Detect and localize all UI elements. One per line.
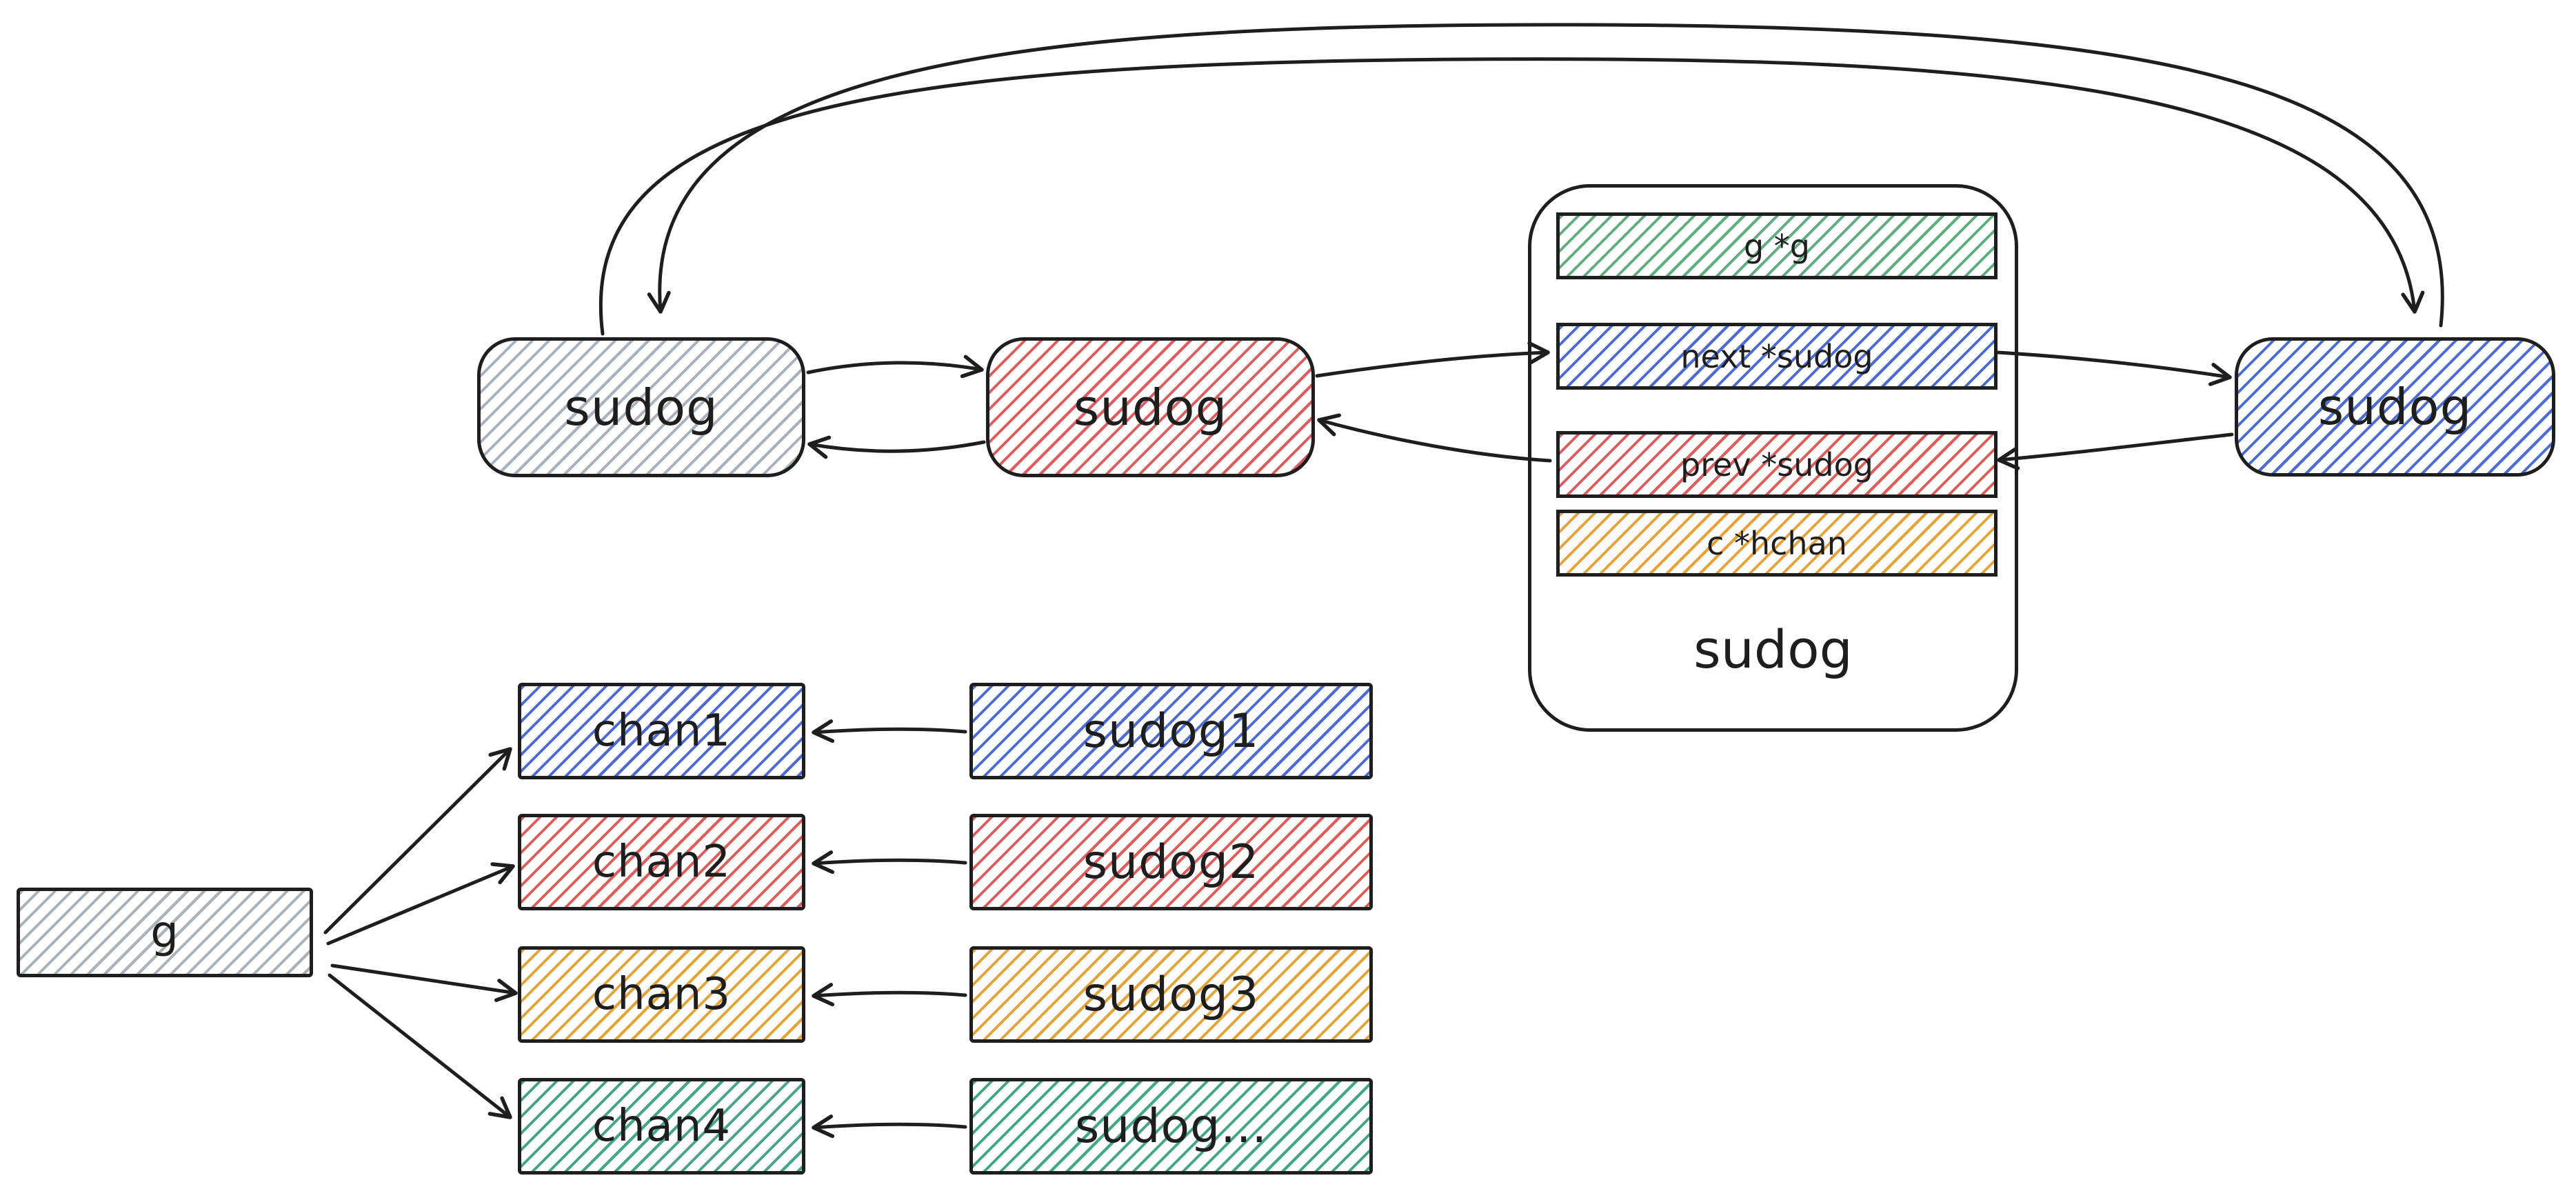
sudog-ellipsis-label: sudog...	[1074, 1099, 1268, 1154]
sudog1-box: sudog1	[969, 683, 1373, 779]
sudog-detail-card: g *g next *sudog prev *sudog c *hchan su…	[1528, 184, 2018, 732]
chan3-label: chan3	[592, 969, 732, 1020]
field-c-label: c *hchan	[1707, 524, 1847, 562]
sudog-node-mid-label: sudog	[1073, 378, 1228, 437]
sudog-detail-title: sudog	[1693, 619, 1853, 680]
arrow-left-to-mid	[806, 354, 984, 379]
arrow-g-to-chan2	[326, 862, 515, 946]
field-next-label: next *sudog	[1680, 337, 1873, 375]
g-box: g	[17, 888, 313, 977]
sudog-node-mid: sudog	[986, 337, 1315, 477]
arrow-g-to-chan1	[323, 747, 512, 935]
sudog-node-left: sudog	[477, 337, 805, 477]
sudog2-label: sudog2	[1083, 835, 1260, 890]
g-box-label: g	[150, 907, 179, 958]
arrow-mid-to-next-field	[1315, 341, 1550, 378]
arrow-sudog1-to-chan1	[812, 719, 967, 743]
arrow-g-to-chan3	[330, 963, 518, 1002]
arrow-sudog4-to-chan4	[812, 1115, 967, 1139]
arrow-g-to-chan4	[328, 973, 512, 1119]
sudog1-label: sudog1	[1083, 703, 1260, 759]
sudog-node-right: sudog	[2235, 337, 2555, 477]
sudog-node-right-label: sudog	[2317, 378, 2473, 436]
chan2-label: chan2	[592, 837, 732, 888]
sudog-node-left-label: sudog	[564, 378, 718, 437]
arc-prev-wrap-arrow	[598, 57, 2425, 336]
sudog-ellipsis-box: sudog...	[969, 1078, 1373, 1175]
field-g-label: g *g	[1743, 227, 1811, 265]
sudog3-label: sudog3	[1083, 967, 1260, 1022]
chan4-box: chan4	[518, 1078, 805, 1175]
arrow-prev-field-to-mid	[1317, 413, 1552, 463]
arrow-right-to-prev-field	[1997, 432, 2234, 470]
field-next: next *sudog	[1556, 323, 1998, 390]
sudog2-box: sudog2	[969, 814, 1373, 910]
field-c: c *hchan	[1556, 510, 1998, 577]
arrow-sudog3-to-chan3	[812, 983, 967, 1007]
chan4-label: chan4	[592, 1101, 732, 1152]
arrow-sudog2-to-chan2	[812, 850, 967, 875]
chan3-box: chan3	[518, 946, 805, 1043]
sudog3-box: sudog3	[969, 946, 1373, 1043]
chan2-box: chan2	[518, 814, 805, 910]
chan1-box: chan1	[518, 683, 805, 779]
field-g: g *g	[1556, 212, 1998, 279]
field-prev: prev *sudog	[1556, 431, 1998, 498]
chan1-label: chan1	[592, 706, 732, 757]
field-prev-label: prev *sudog	[1680, 446, 1873, 483]
arrow-mid-to-left	[807, 435, 986, 459]
arrow-next-field-to-right	[1995, 350, 2232, 386]
